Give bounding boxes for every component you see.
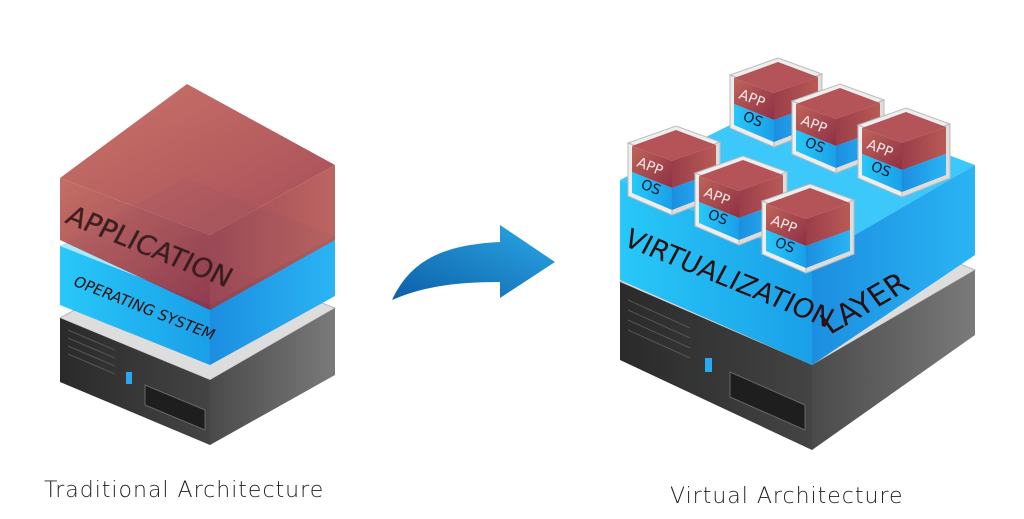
vm-os-label: OS (773, 235, 797, 257)
power-led-icon (705, 358, 712, 372)
virtual-machines: APP OS APP OS APP OS (626, 57, 952, 274)
vm-cube: APP OS (760, 183, 856, 274)
power-led-icon (126, 372, 132, 384)
virtual-stack: VIRTUALIZATION LAYER APP OS APP OS (619, 57, 977, 450)
traditional-stack: OPERATING SYSTEM APPLICATION (58, 84, 337, 445)
application-layer: APPLICATION (60, 84, 335, 310)
traditional-caption: Traditional Architecture (44, 478, 325, 503)
vm-os-label: OS (741, 109, 765, 131)
virtual-caption: Virtual Architecture (670, 484, 904, 509)
transition-arrow-icon (392, 225, 555, 300)
vm-cube: APP OS (856, 107, 952, 198)
vm-cube: APP OS (626, 125, 722, 216)
vm-cube: APP OS (728, 57, 824, 148)
vm-os-label: OS (706, 207, 730, 229)
vm-os-label: OS (803, 135, 827, 157)
vm-os-label: OS (639, 177, 663, 199)
vm-os-label: OS (869, 159, 893, 181)
